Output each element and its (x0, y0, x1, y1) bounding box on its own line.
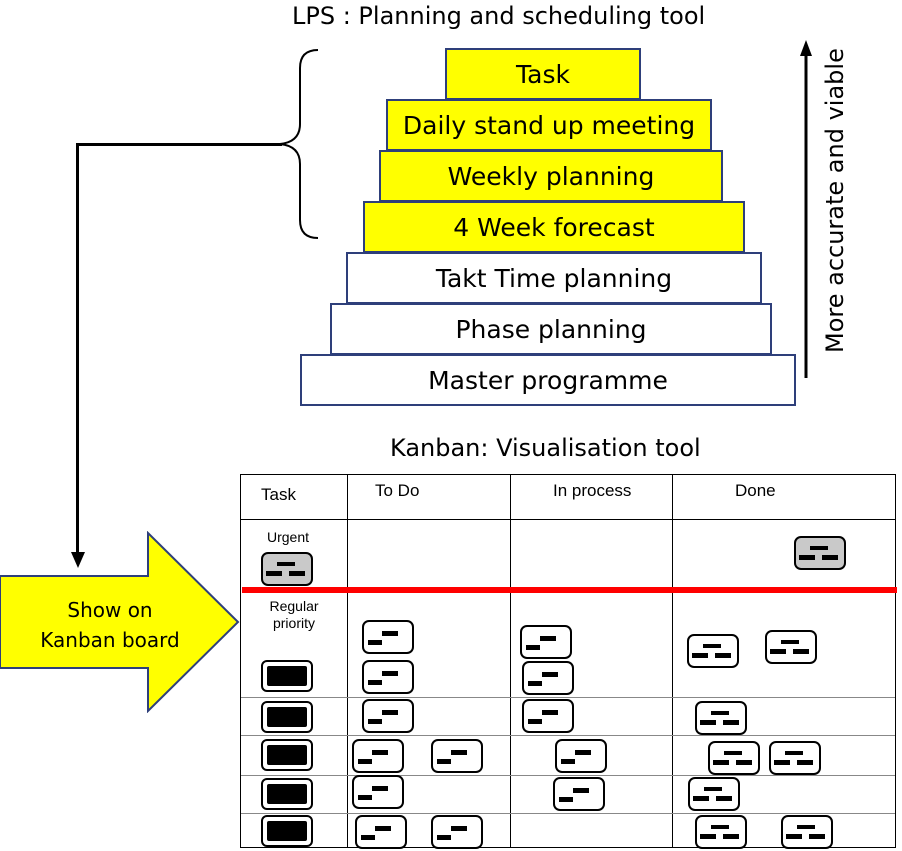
step-phase-planning: Phase planning (330, 303, 772, 355)
done-card (769, 741, 821, 775)
step-daily-standup: Daily stand up meeting (386, 99, 712, 151)
done-card (695, 701, 747, 735)
in-process-card (553, 777, 605, 811)
col-divider-1 (347, 475, 348, 847)
step-master-programme: Master programme (300, 354, 796, 406)
regular-priority-label: Regular priority (263, 598, 325, 632)
done-card (781, 815, 833, 849)
column-header-in-process: In process (553, 481, 632, 500)
urgent-done-card (794, 536, 846, 570)
todo-card (355, 815, 407, 849)
row-divider (241, 775, 895, 776)
urgent-task-card (261, 552, 313, 586)
arrow-label-line2: Kanban board (40, 628, 180, 652)
connector-horizontal (76, 143, 282, 146)
done-card (765, 630, 817, 664)
todo-card (352, 739, 404, 773)
connector-vertical (76, 143, 79, 553)
kanban-board: Task To Do In process Done Urgent Regula… (240, 474, 896, 849)
column-header-todo: To Do (375, 481, 420, 500)
column-header-done: Done (735, 481, 776, 500)
down-arrow-icon (71, 552, 85, 568)
header-divider (241, 519, 895, 520)
step-takt-time: Takt Time planning (346, 252, 762, 304)
row-divider (241, 813, 895, 814)
column-header-task: Task (261, 485, 296, 504)
regular-label-line1: Regular (269, 598, 319, 614)
col-divider-3 (672, 475, 673, 847)
done-card (695, 815, 747, 849)
task-card (261, 660, 313, 692)
arrow-label-line1: Show on (67, 598, 153, 622)
urgent-label: Urgent (267, 529, 310, 545)
row-divider (241, 735, 895, 736)
todo-card (362, 660, 414, 694)
task-card (261, 815, 313, 847)
done-card (687, 634, 739, 668)
step-task: Task (445, 48, 641, 100)
row-divider (241, 697, 895, 698)
in-process-card (522, 699, 574, 733)
done-card (708, 741, 760, 775)
task-card (261, 701, 313, 733)
task-card (261, 739, 313, 771)
show-on-kanban-arrow (0, 531, 240, 713)
todo-card (362, 699, 414, 733)
lps-title: LPS : Planning and scheduling tool (292, 2, 706, 30)
arrow-label: Show on Kanban board (30, 595, 190, 655)
todo-card (352, 775, 404, 809)
step-weekly-planning: Weekly planning (379, 150, 723, 202)
col-divider-2 (510, 475, 511, 847)
in-process-card (522, 661, 574, 695)
step-4-week-forecast: 4 Week forecast (363, 201, 745, 253)
accuracy-label: More accurate and viable (821, 48, 849, 353)
in-process-card (555, 739, 607, 773)
urgent-divider (242, 587, 897, 593)
up-arrow-icon (800, 40, 812, 378)
regular-label-line2: priority (272, 615, 315, 631)
kanban-title: Kanban: Visualisation tool (390, 434, 701, 462)
done-card (688, 777, 740, 811)
in-process-card (520, 625, 572, 659)
todo-card (431, 815, 483, 849)
task-card (261, 778, 313, 810)
todo-card (362, 620, 414, 654)
todo-card (431, 739, 483, 773)
